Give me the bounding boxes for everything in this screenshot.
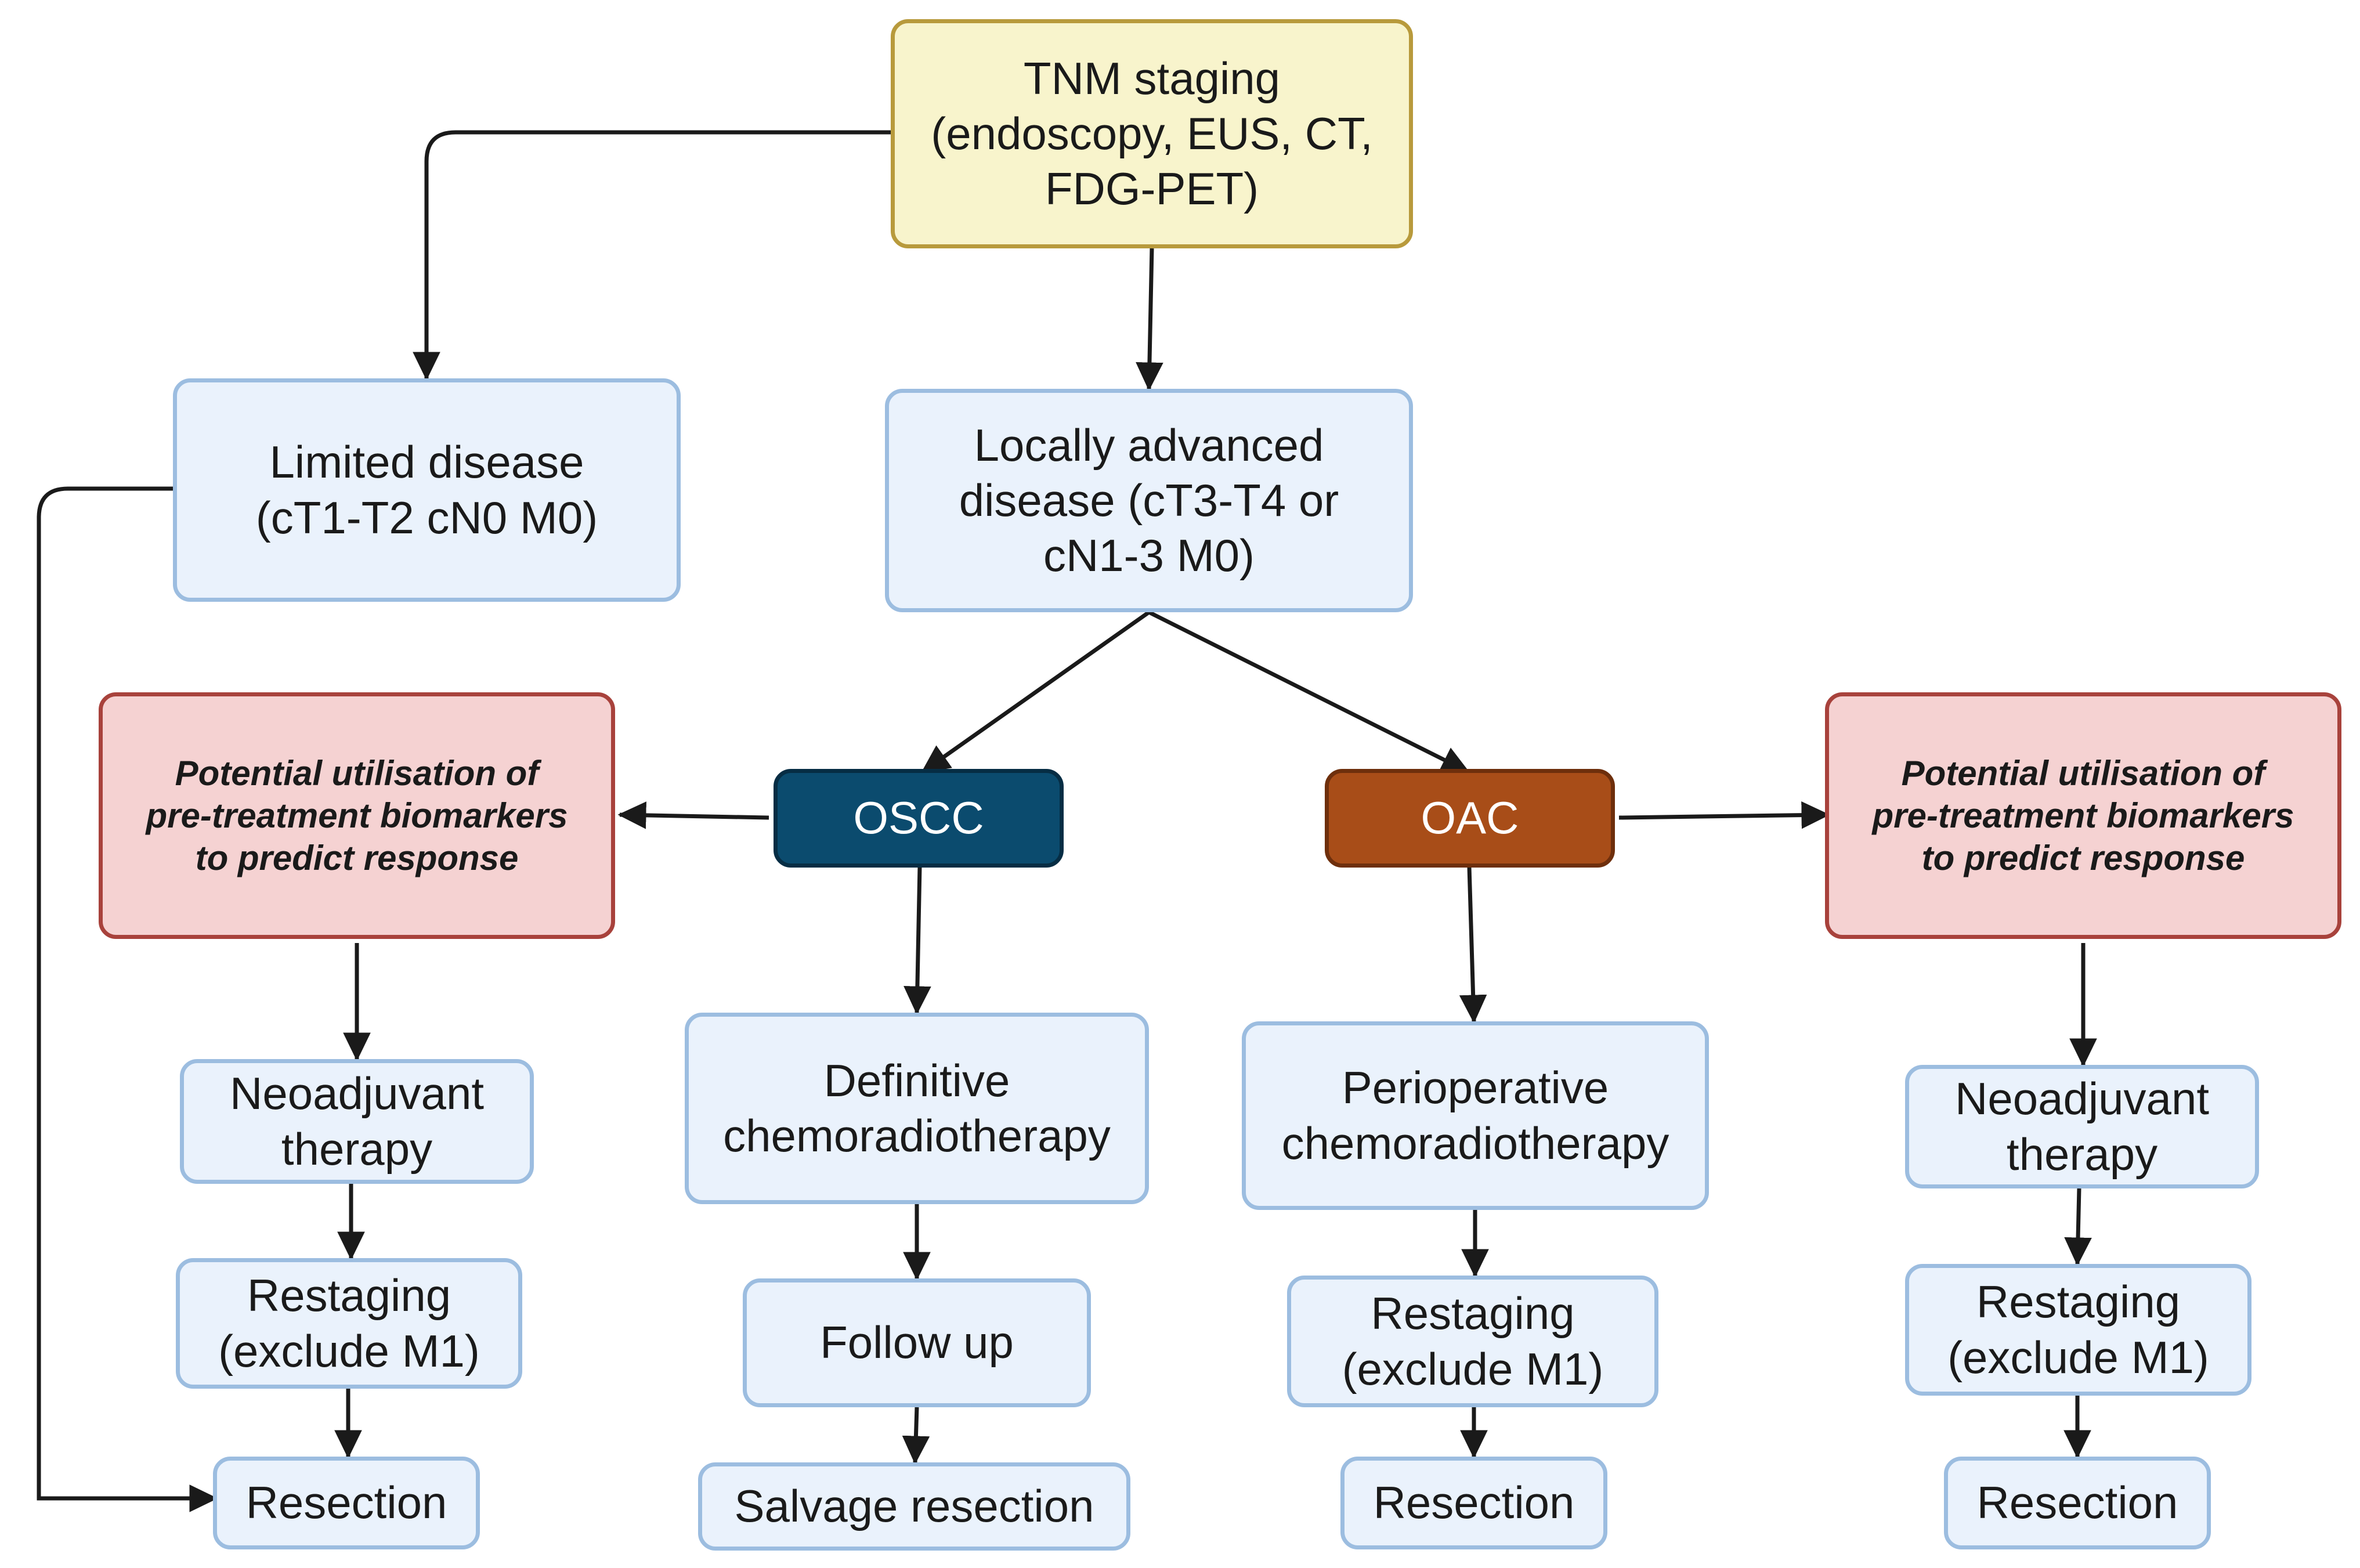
- edge-locally-advanced-to-oac: [1148, 610, 1470, 774]
- limited-disease-box: Limited disease (cT1-T2 cN0 M0): [173, 378, 681, 602]
- edge-oac-to-biomarkers-right: [1618, 801, 1830, 829]
- definitive-chemoradiotherapy-box: Definitive chemoradiotherapy: [685, 1013, 1149, 1204]
- oscc-box: OSCC: [774, 769, 1064, 868]
- restaging-left-box: Restaging (exclude M1): [176, 1258, 522, 1389]
- edge-locally-advanced-to-oscc: [921, 610, 1151, 774]
- resection-mid-box: Resection: [1340, 1457, 1607, 1549]
- edge-tnm-to-locally-advanced: [1136, 248, 1163, 391]
- neoadjuvant-therapy-right-box: Neoadjuvant therapy: [1905, 1065, 2259, 1188]
- edge-tnm-to-limited: [413, 130, 891, 381]
- tnm-staging-box: TNM staging (endoscopy, EUS, CT, FDG-PET…: [891, 19, 1413, 248]
- locally-advanced-disease-box: Locally advanced disease (cT3-T4 or cN1-…: [885, 389, 1413, 612]
- edge-oscc-to-biomarkers-left: [617, 801, 769, 829]
- edge-oac-to-perioperative-crt: [1459, 866, 1487, 1024]
- edge-neoadjuvant-right-to-restaging-right: [2064, 1188, 2092, 1266]
- neoadjuvant-therapy-left-box: Neoadjuvant therapy: [180, 1059, 534, 1184]
- salvage-resection-box: Salvage resection: [698, 1462, 1130, 1551]
- biomarkers-left-box: Potential utilisation of pre-treatment b…: [99, 692, 615, 939]
- restaging-right-box: Restaging (exclude M1): [1905, 1264, 2251, 1396]
- restaging-mid-box: Restaging (exclude M1): [1287, 1276, 1658, 1407]
- resection-left-box: Resection: [213, 1457, 480, 1549]
- follow-up-box: Follow up: [743, 1278, 1091, 1407]
- edge-follow-up-to-salvage-resection: [902, 1407, 930, 1465]
- oac-box: OAC: [1325, 769, 1615, 868]
- resection-right-box: Resection: [1944, 1457, 2211, 1549]
- perioperative-chemoradiotherapy-box: Perioperative chemoradiotherapy: [1242, 1021, 1709, 1210]
- edge-oscc-to-definitive-crt: [903, 866, 931, 1015]
- edge-limited-to-resection-left: [37, 486, 218, 1512]
- biomarkers-right-box: Potential utilisation of pre-treatment b…: [1825, 692, 2341, 939]
